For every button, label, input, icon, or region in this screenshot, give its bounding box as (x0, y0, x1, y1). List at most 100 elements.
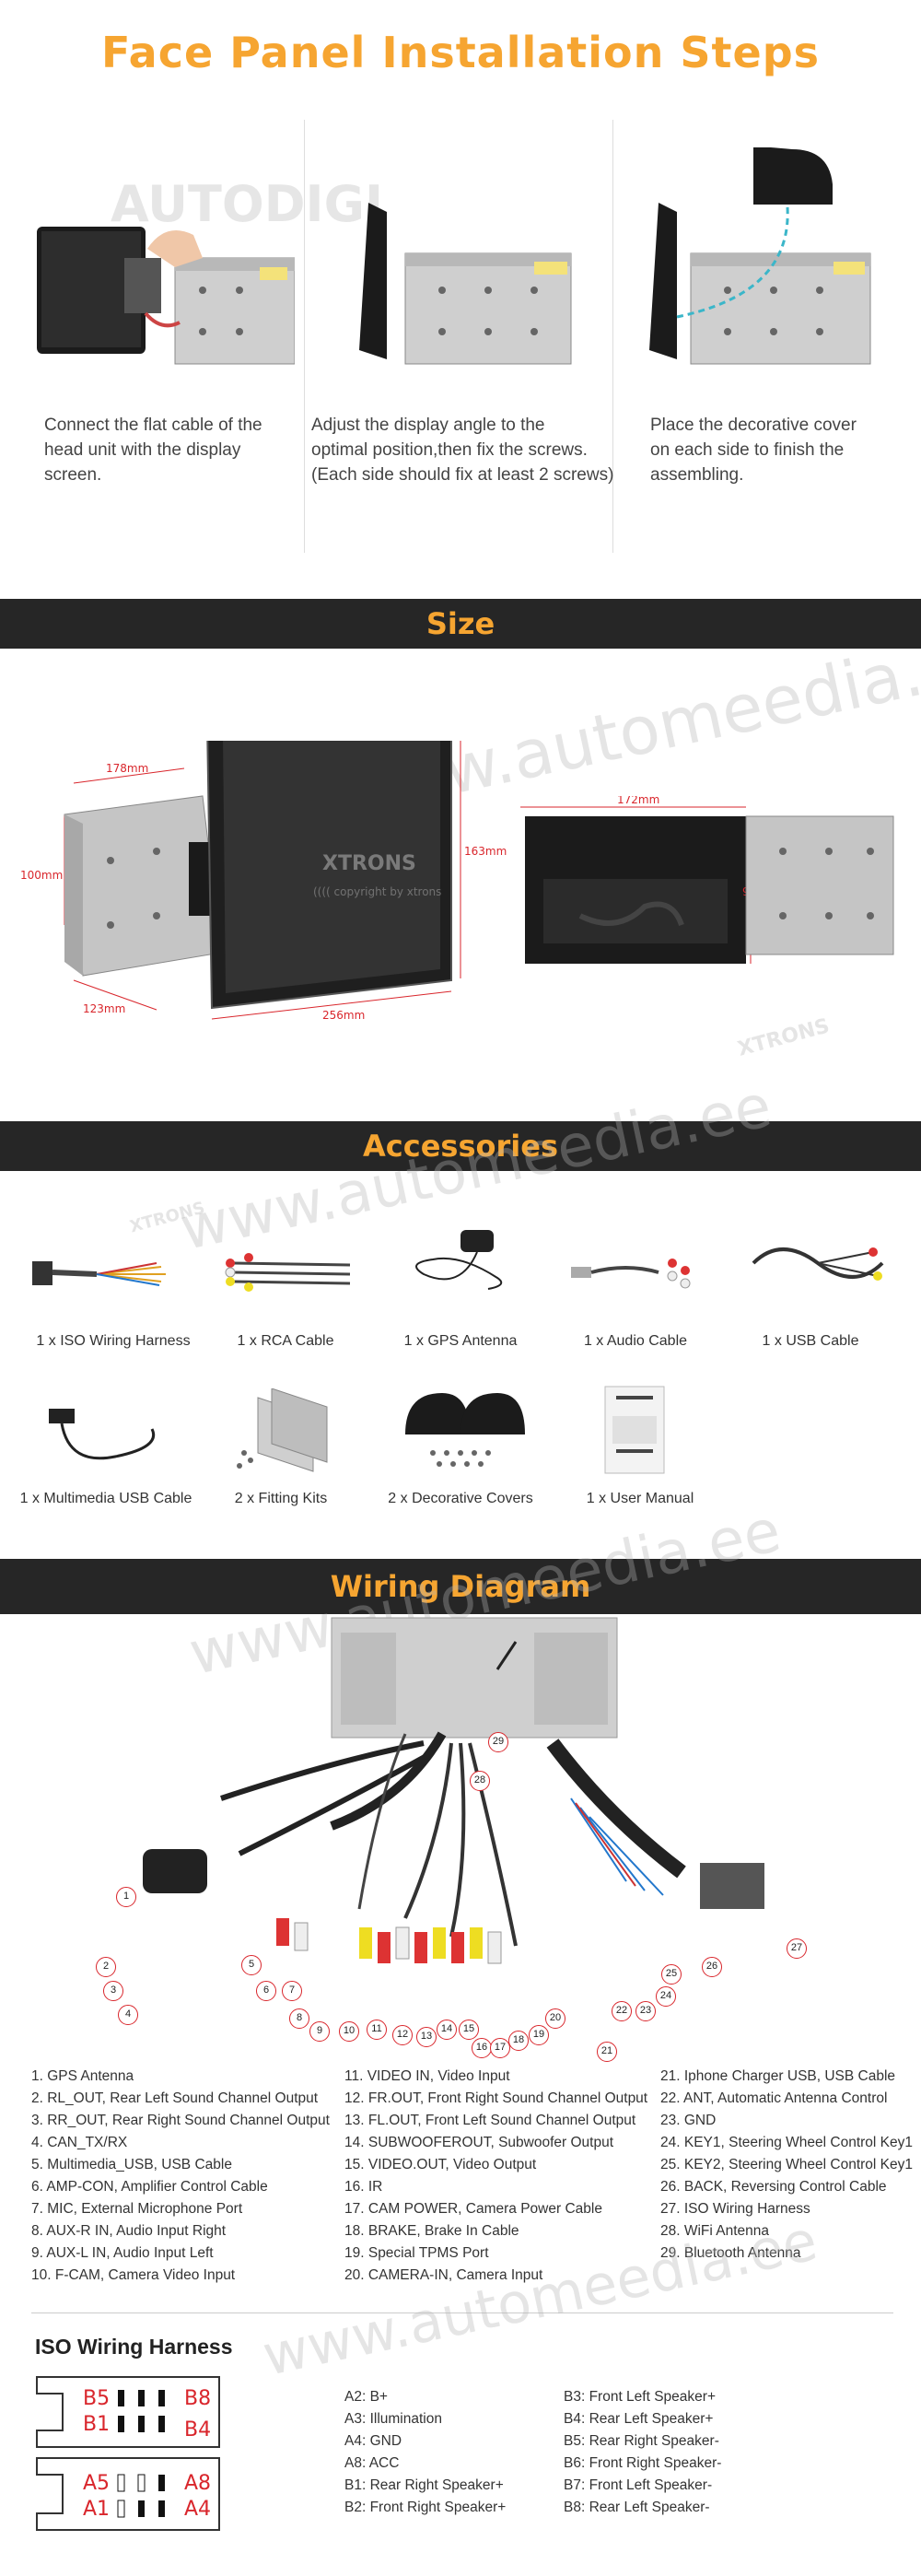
callout-25: 25 (661, 1964, 682, 1985)
callout-9: 9 (309, 2021, 330, 2042)
pin-a8: A8 (184, 2472, 211, 2495)
callout-8: 8 (289, 2008, 309, 2029)
arrow-dashed (671, 206, 789, 320)
callout-28: 28 (470, 1771, 490, 1791)
audio-cable-image (571, 1259, 691, 1289)
acc-label-iso: 1 x ISO Wiring Harness (36, 1333, 191, 1349)
wiring-diagram-image (143, 1617, 764, 1964)
rca-cable-image (225, 1253, 351, 1292)
dim-rear-width: 172mm (617, 796, 659, 806)
watermark-copyright-screen: (((( copyright by xtrons (313, 885, 441, 898)
watermark-xtrons-acc: XTRONS (127, 1198, 207, 1237)
callout-22: 22 (612, 2001, 632, 2021)
wiring-bar: Wiring Diagram (0, 1559, 921, 1614)
callout-27: 27 (787, 1938, 807, 1959)
acc-label-manual: 1 x User Manual (586, 1491, 694, 1506)
gps-antenna-image (415, 1230, 503, 1290)
callout-16: 16 (472, 2038, 492, 2058)
callout-1: 1 (116, 1887, 136, 1907)
step1-caption: Connect the flat cable of the head unit … (44, 416, 262, 485)
step3-image (649, 147, 871, 365)
acc-label-usb: 1 x USB Cable (762, 1333, 859, 1349)
acc-label-rca: 1 x RCA Cable (237, 1333, 334, 1349)
callout-29: 29 (488, 1732, 508, 1752)
decorative-cover (753, 147, 833, 205)
callout-14: 14 (437, 2020, 457, 2040)
dim-screen-width: 256mm (322, 1009, 365, 1022)
callout-2: 2 (96, 1957, 116, 1977)
accessories-title: Accessories (363, 1129, 558, 1164)
callout-4: 4 (118, 2005, 138, 2025)
callout-5: 5 (241, 1955, 262, 1975)
acc-label-fitting-kits: 2 x Fitting Kits (234, 1491, 328, 1506)
callout-3: 3 (103, 1981, 123, 2001)
dim-screen-height: 163mm (464, 845, 507, 858)
watermark-xtrons-size: XTRONS (735, 1014, 833, 1061)
install-section: Face Panel Installation Steps AUTODIGI (0, 0, 921, 590)
callout-6: 6 (256, 1981, 276, 2001)
iso-harness-image (32, 1261, 166, 1286)
callout-24: 24 (656, 1986, 676, 2007)
wiring-title: Wiring Diagram (330, 1569, 591, 1604)
pin-a4: A4 (184, 2498, 211, 2521)
step3-caption: Place the decorative cover on each side … (650, 416, 857, 485)
install-title: Face Panel Installation Steps (100, 28, 821, 77)
pin-b1: B1 (83, 2413, 110, 2436)
accessories-bar: Accessories (0, 1121, 921, 1171)
decorative-covers-image (405, 1393, 525, 1467)
pin-b8: B8 (184, 2387, 211, 2410)
divider-1 (304, 120, 305, 553)
size-front-image: 178mm 100mm 123mm 163mm 256mm XTRONS (((… (20, 741, 507, 1022)
multimedia-usb-image (49, 1409, 155, 1460)
display-side (359, 203, 387, 359)
iso-title: ISO Wiring Harness (35, 2335, 233, 2359)
callout-17: 17 (490, 2038, 510, 2058)
callout-21: 21 (597, 2042, 617, 2062)
callout-10: 10 (339, 2021, 359, 2042)
callout-15: 15 (459, 2020, 479, 2040)
pin-a1: A1 (83, 2498, 110, 2521)
pin-b4: B4 (184, 2418, 211, 2441)
pin-a5: A5 (83, 2472, 110, 2495)
callout-23: 23 (635, 2001, 656, 2021)
callout-26: 26 (702, 1957, 722, 1977)
dim-width-top: 178mm (106, 762, 148, 775)
callout-7: 7 (282, 1981, 302, 2001)
fitting-kits-image (237, 1388, 328, 1472)
acc-label-gps: 1 x GPS Antenna (403, 1333, 518, 1349)
size-section: www.automeedia.ee 178mm 100mm 123mm 163m… (0, 616, 921, 1124)
pin-b5: B5 (83, 2387, 110, 2410)
iso-list-col2: B3: Front Left Speaker+B4: Rear Left Spe… (564, 2389, 722, 2515)
callout-13: 13 (416, 2027, 437, 2047)
callout-11: 11 (367, 2020, 387, 2040)
acc-label-covers: 2 x Decorative Covers (388, 1491, 533, 1506)
callout-20: 20 (545, 2008, 565, 2029)
divider-2 (612, 120, 613, 553)
dim-height-left: 100mm (20, 869, 63, 882)
accessories-section: www.automeedia.ee XTRONS 1 x ISO Wiring … (0, 1072, 921, 1558)
dim-depth: 123mm (83, 1002, 125, 1015)
step2-caption: Adjust the display angle to the optimal … (311, 416, 614, 485)
size-bar: Size (0, 599, 921, 649)
callout-12: 12 (392, 2025, 413, 2045)
usb-cable-image (752, 1247, 884, 1281)
iso-connector-diagram: B5 B8 B1 B4 A5 A8 A1 A4 (36, 2376, 220, 2531)
user-manual-image (604, 1386, 665, 1474)
callout-18: 18 (508, 2031, 529, 2051)
step1-image (37, 227, 295, 365)
hand (147, 230, 203, 267)
step2-image (359, 203, 572, 365)
iso-connector (700, 1863, 764, 1909)
watermark-xtrons-screen: XTRONS (322, 852, 416, 875)
size-rear-image: 172mm 96mm (520, 796, 894, 964)
gps-module (143, 1849, 207, 1893)
acc-label-multimedia-usb: 1 x Multimedia USB Cable (19, 1491, 192, 1506)
callout-19: 19 (529, 2025, 549, 2045)
acc-label-audio: 1 x Audio Cable (583, 1333, 688, 1349)
